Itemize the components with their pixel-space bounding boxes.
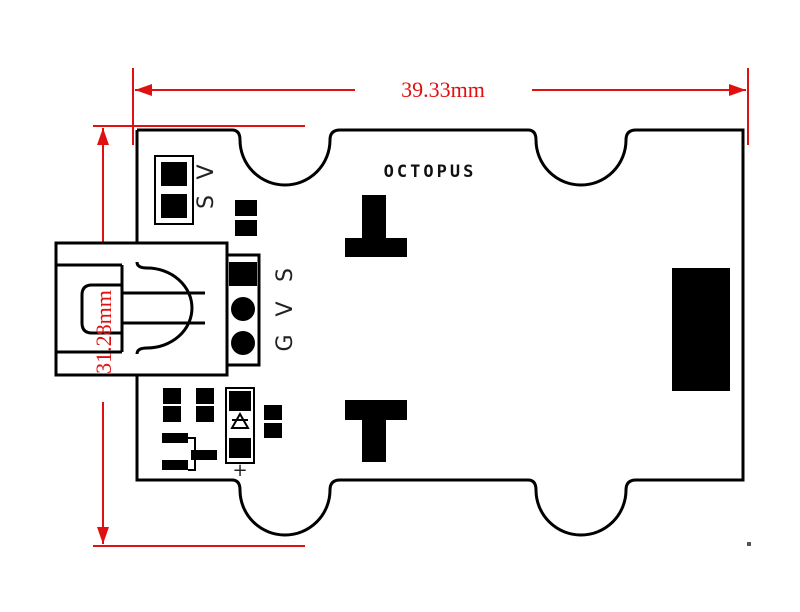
width-dimension: [132, 68, 749, 145]
label-s-top: S: [194, 195, 219, 209]
diode-outline: [225, 387, 255, 464]
connector: [54, 241, 261, 377]
smd-components: [162, 200, 282, 470]
pin-g-pad: [231, 331, 255, 355]
board-outline: [135, 128, 745, 537]
label-g: G: [273, 334, 298, 351]
corner-mark: [747, 542, 751, 546]
sensor-pad-top: [345, 195, 407, 257]
header-pad-v: [161, 162, 187, 186]
diode-icon: [230, 411, 250, 429]
header-pad-s: [161, 194, 187, 218]
large-pad: [672, 268, 730, 391]
label-v-top: V: [194, 164, 219, 179]
pin-s-pad: [229, 262, 257, 286]
width-label: 39.33mm: [401, 77, 485, 102]
label-s: S: [273, 268, 298, 282]
sensor-pad-bottom: [345, 400, 407, 462]
octopus-logo: OCTOPUS: [384, 162, 477, 182]
header-outline: [154, 155, 194, 225]
pin-v-pad: [231, 297, 255, 321]
height-label: 31.28mm: [91, 290, 116, 374]
label-v: V: [273, 301, 298, 316]
diode-plus-label: +: [232, 460, 247, 481]
